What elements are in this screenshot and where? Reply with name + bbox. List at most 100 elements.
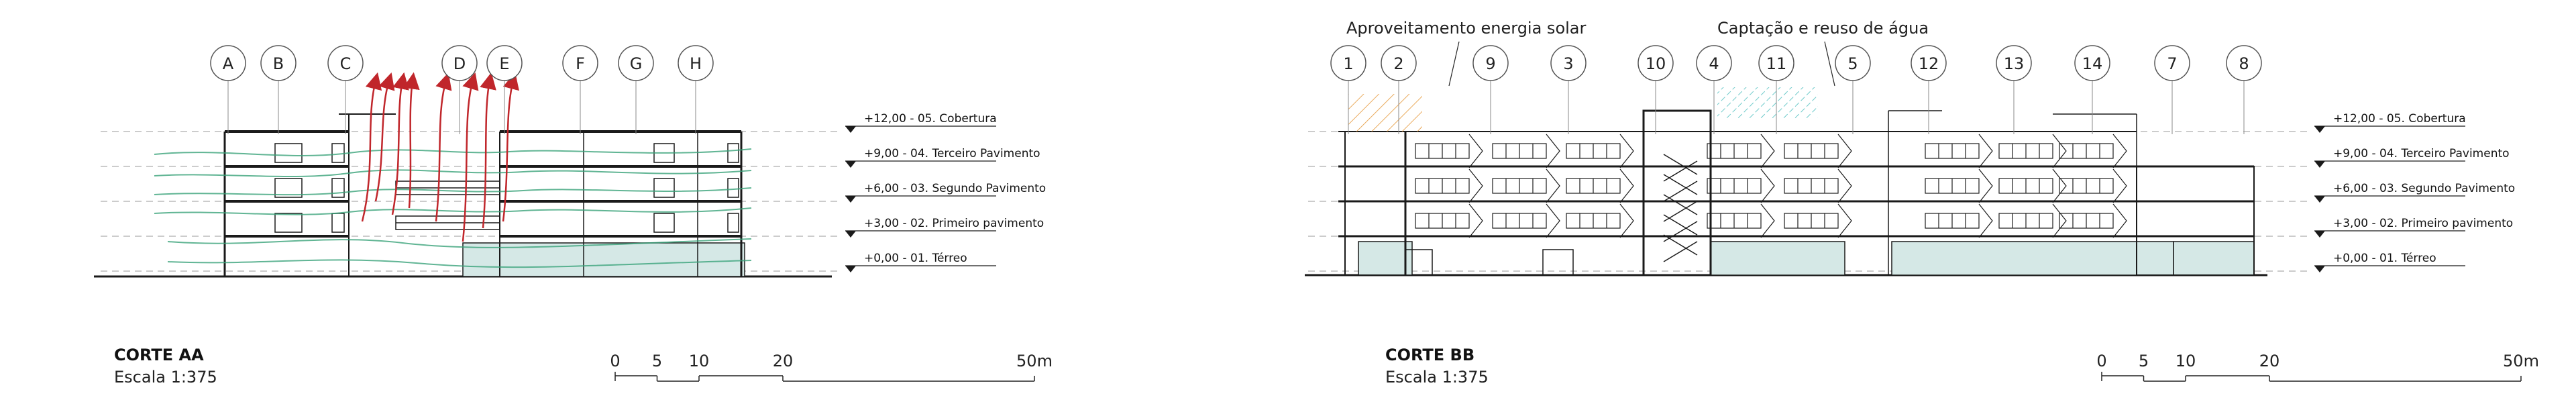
scale-end-label: 50m	[2503, 352, 2539, 370]
level-label: +9,00 - 04. Terceiro Pavimento	[2333, 147, 2510, 160]
grid-bubble	[1330, 45, 1366, 81]
grid-axis-2: 2	[1381, 45, 1417, 134]
level-marker: +6,00 - 03. Segundo Pavimento	[845, 182, 1046, 203]
window-module	[1707, 134, 1775, 168]
level-label: +12,00 - 05. Cobertura	[2333, 112, 2466, 125]
scale-tick-label: 20	[773, 352, 794, 370]
grid-axis-10: 10	[1638, 45, 1674, 134]
window-module	[1492, 134, 1560, 168]
grid-label: 2	[1393, 54, 1403, 73]
grid-label: 11	[1766, 54, 1787, 73]
scale-tick-label: 10	[689, 352, 710, 370]
level-label: +9,00 - 04. Terceiro Pavimento	[864, 147, 1040, 160]
scale-bar-bb: 0 5 10 20 50m	[2096, 352, 2539, 382]
grid-bubble	[1638, 45, 1674, 81]
scale-tick-label: 20	[2259, 352, 2280, 370]
grid-label: B	[273, 54, 284, 73]
scale-tick-label: 10	[2176, 352, 2196, 370]
window-module	[1925, 168, 1993, 203]
level-label: +3,00 - 02. Primeiro pavimento	[864, 217, 1044, 230]
level-marker: +12,00 - 05. Cobertura	[845, 112, 997, 133]
grid-bubble	[2154, 45, 2190, 81]
grid-bubble	[486, 45, 523, 81]
grid-label: 13	[2004, 54, 2025, 73]
grid-bubble	[1911, 45, 1947, 81]
level-label: +12,00 - 05. Cobertura	[864, 112, 997, 125]
grid-axis-5: 5	[1835, 45, 1871, 134]
window-module	[1492, 168, 1560, 203]
level-marker: +0,00 - 01. Térreo	[2314, 252, 2465, 272]
window-module	[1998, 134, 2067, 168]
grid-axis-7: 7	[2154, 45, 2190, 134]
grid-axis-8: 8	[2226, 45, 2262, 134]
grid-axis-E: E	[486, 45, 523, 134]
grid-label: 5	[1847, 54, 1858, 73]
window-module	[1925, 203, 1993, 238]
ground-floor-glazing-bb-1	[1710, 241, 1845, 276]
heat-exhaust-arrows-aa	[361, 72, 519, 242]
window-module	[1707, 203, 1775, 238]
grid-axis-3: 3	[1550, 45, 1587, 134]
level-label: +6,00 - 03. Segundo Pavimento	[864, 182, 1046, 195]
building-east-aa	[499, 130, 743, 276]
grid-label: 12	[1919, 54, 1939, 73]
grid-label: D	[453, 54, 466, 73]
scale-tick-label: 5	[2139, 352, 2149, 370]
section-scale-bb: Escala 1:375	[1385, 368, 1489, 387]
window-module	[1925, 134, 1993, 168]
grid-label: 3	[1563, 54, 1573, 73]
level-marker: +12,00 - 05. Cobertura	[2314, 112, 2466, 133]
level-marker: +3,00 - 02. Primeiro pavimento	[845, 217, 1044, 238]
level-marker: +6,00 - 03. Segundo Pavimento	[2314, 182, 2515, 203]
window-module	[1415, 203, 1483, 238]
grid-bubble	[1472, 45, 1509, 81]
grid-bubble	[327, 45, 364, 81]
grid-axis-H: H	[678, 45, 714, 134]
grid-axis-13: 13	[1996, 45, 2032, 134]
level-markers-bb: +12,00 - 05. Cobertura +9,00 - 04. Tercei…	[2314, 112, 2515, 272]
solar-panels	[1348, 94, 1422, 132]
section-title-aa: CORTE AA	[114, 346, 204, 364]
grid-bubble	[2074, 45, 2110, 81]
grid-label: 1	[1343, 54, 1353, 73]
grid-label: G	[630, 54, 643, 73]
annotation-solar: Aproveitamento energia solar	[1346, 19, 1586, 38]
grid-axis-D: D	[441, 45, 478, 134]
window-modules-bb	[1415, 134, 2127, 238]
window-module	[1784, 168, 1852, 203]
level-marker: +3,00 - 02. Primeiro pavimento	[2314, 217, 2513, 238]
grid-axis-B: B	[260, 45, 297, 134]
grid-bubble	[562, 45, 598, 81]
grid-axis-C: C	[327, 45, 364, 134]
grid-label: H	[690, 54, 702, 73]
grid-bubble	[1835, 45, 1871, 81]
water-leader	[1824, 41, 1835, 87]
grid-bubble	[1381, 45, 1417, 81]
grid-bubble	[1758, 45, 1794, 81]
grid-bubble	[1996, 45, 2032, 81]
window-module	[1415, 134, 1483, 168]
scale-tick-label: 0	[2096, 352, 2106, 370]
building-bb	[1338, 109, 2255, 276]
window-module	[1998, 203, 2067, 238]
window-module	[2059, 168, 2127, 203]
ground-floor-glazing-bb-3	[2173, 241, 2255, 276]
section-scale-aa: Escala 1:375	[114, 368, 217, 387]
grid-axis-11: 11	[1758, 45, 1794, 134]
grid-axis-14: 14	[2074, 45, 2110, 134]
grid-label: 4	[1709, 54, 1719, 73]
grid-label: E	[499, 54, 509, 73]
grid-bubble	[1696, 45, 1732, 81]
window-module	[1784, 203, 1852, 238]
window-module	[2059, 134, 2127, 168]
scale-end-label: 50m	[1016, 352, 1053, 370]
solar-leader	[1448, 41, 1460, 87]
grid-bubble	[618, 45, 654, 81]
building-west-aa	[223, 113, 396, 276]
window-module	[1492, 203, 1560, 238]
window-module	[1566, 134, 1634, 168]
rainwater-capture	[1717, 87, 1818, 119]
ground-floor-glazing-bb-4	[1358, 241, 1413, 276]
